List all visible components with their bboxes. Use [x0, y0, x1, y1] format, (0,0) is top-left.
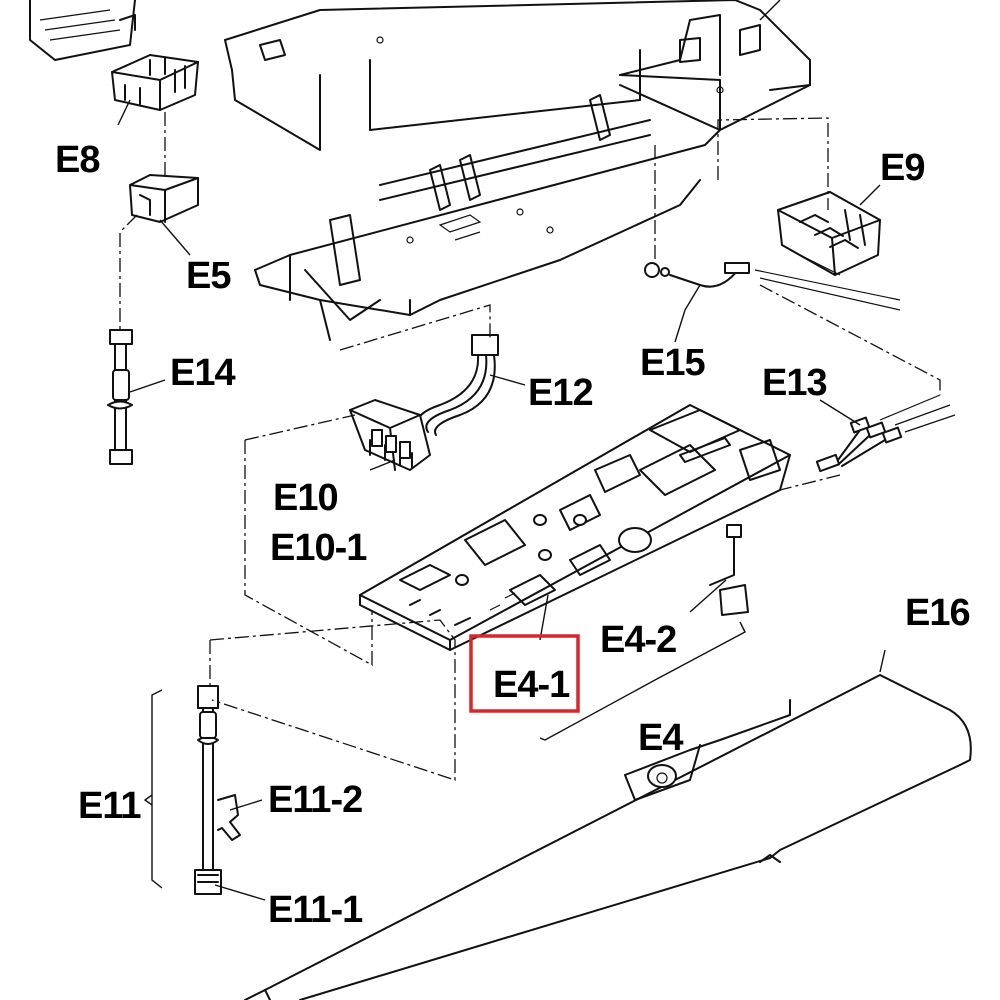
e11-cable-part: [194, 685, 241, 895]
label-e10: E10: [273, 477, 338, 519]
highlight-box-e4-1: [469, 634, 580, 713]
label-e9: E9: [880, 147, 924, 189]
e9-connector-part: [777, 191, 881, 276]
label-e11-1: E11-1: [268, 889, 363, 931]
label-e4-1: E4-1: [493, 664, 570, 706]
e8-connector-part: [111, 54, 199, 111]
label-e13: E13: [762, 362, 827, 404]
connection-lines: [119, 112, 941, 781]
e15-cable-part: [644, 262, 901, 311]
part-labels: E8 E5 E14 E9 E15 E12 E13 E10 E10-1 E16 E…: [55, 139, 971, 931]
label-e10-1: E10-1: [270, 527, 367, 569]
leader-lines: [117, 0, 886, 901]
label-e11-2: E11-2: [268, 779, 362, 821]
label-e4: E4: [638, 717, 683, 759]
e12-cable-part: [416, 334, 499, 436]
label-e11: E11: [78, 785, 141, 827]
e13-cable-part: [815, 394, 956, 473]
label-e12: E12: [528, 372, 593, 414]
label-e4-2: E4-2: [600, 619, 676, 661]
e14-cable-part: [107, 329, 133, 465]
e10-connector-part: [349, 399, 431, 471]
label-e5: E5: [186, 255, 231, 297]
label-e16: E16: [905, 592, 970, 634]
main-frame-part: [224, 0, 811, 341]
label-e14: E14: [170, 352, 235, 394]
label-e15: E15: [640, 342, 705, 384]
e16-plate-part: [244, 674, 972, 1000]
e5-connector-part: [129, 174, 199, 223]
e4-2-sensor-part: [709, 524, 749, 616]
top-left-board-part: [29, 0, 136, 61]
label-e8: E8: [55, 139, 99, 181]
